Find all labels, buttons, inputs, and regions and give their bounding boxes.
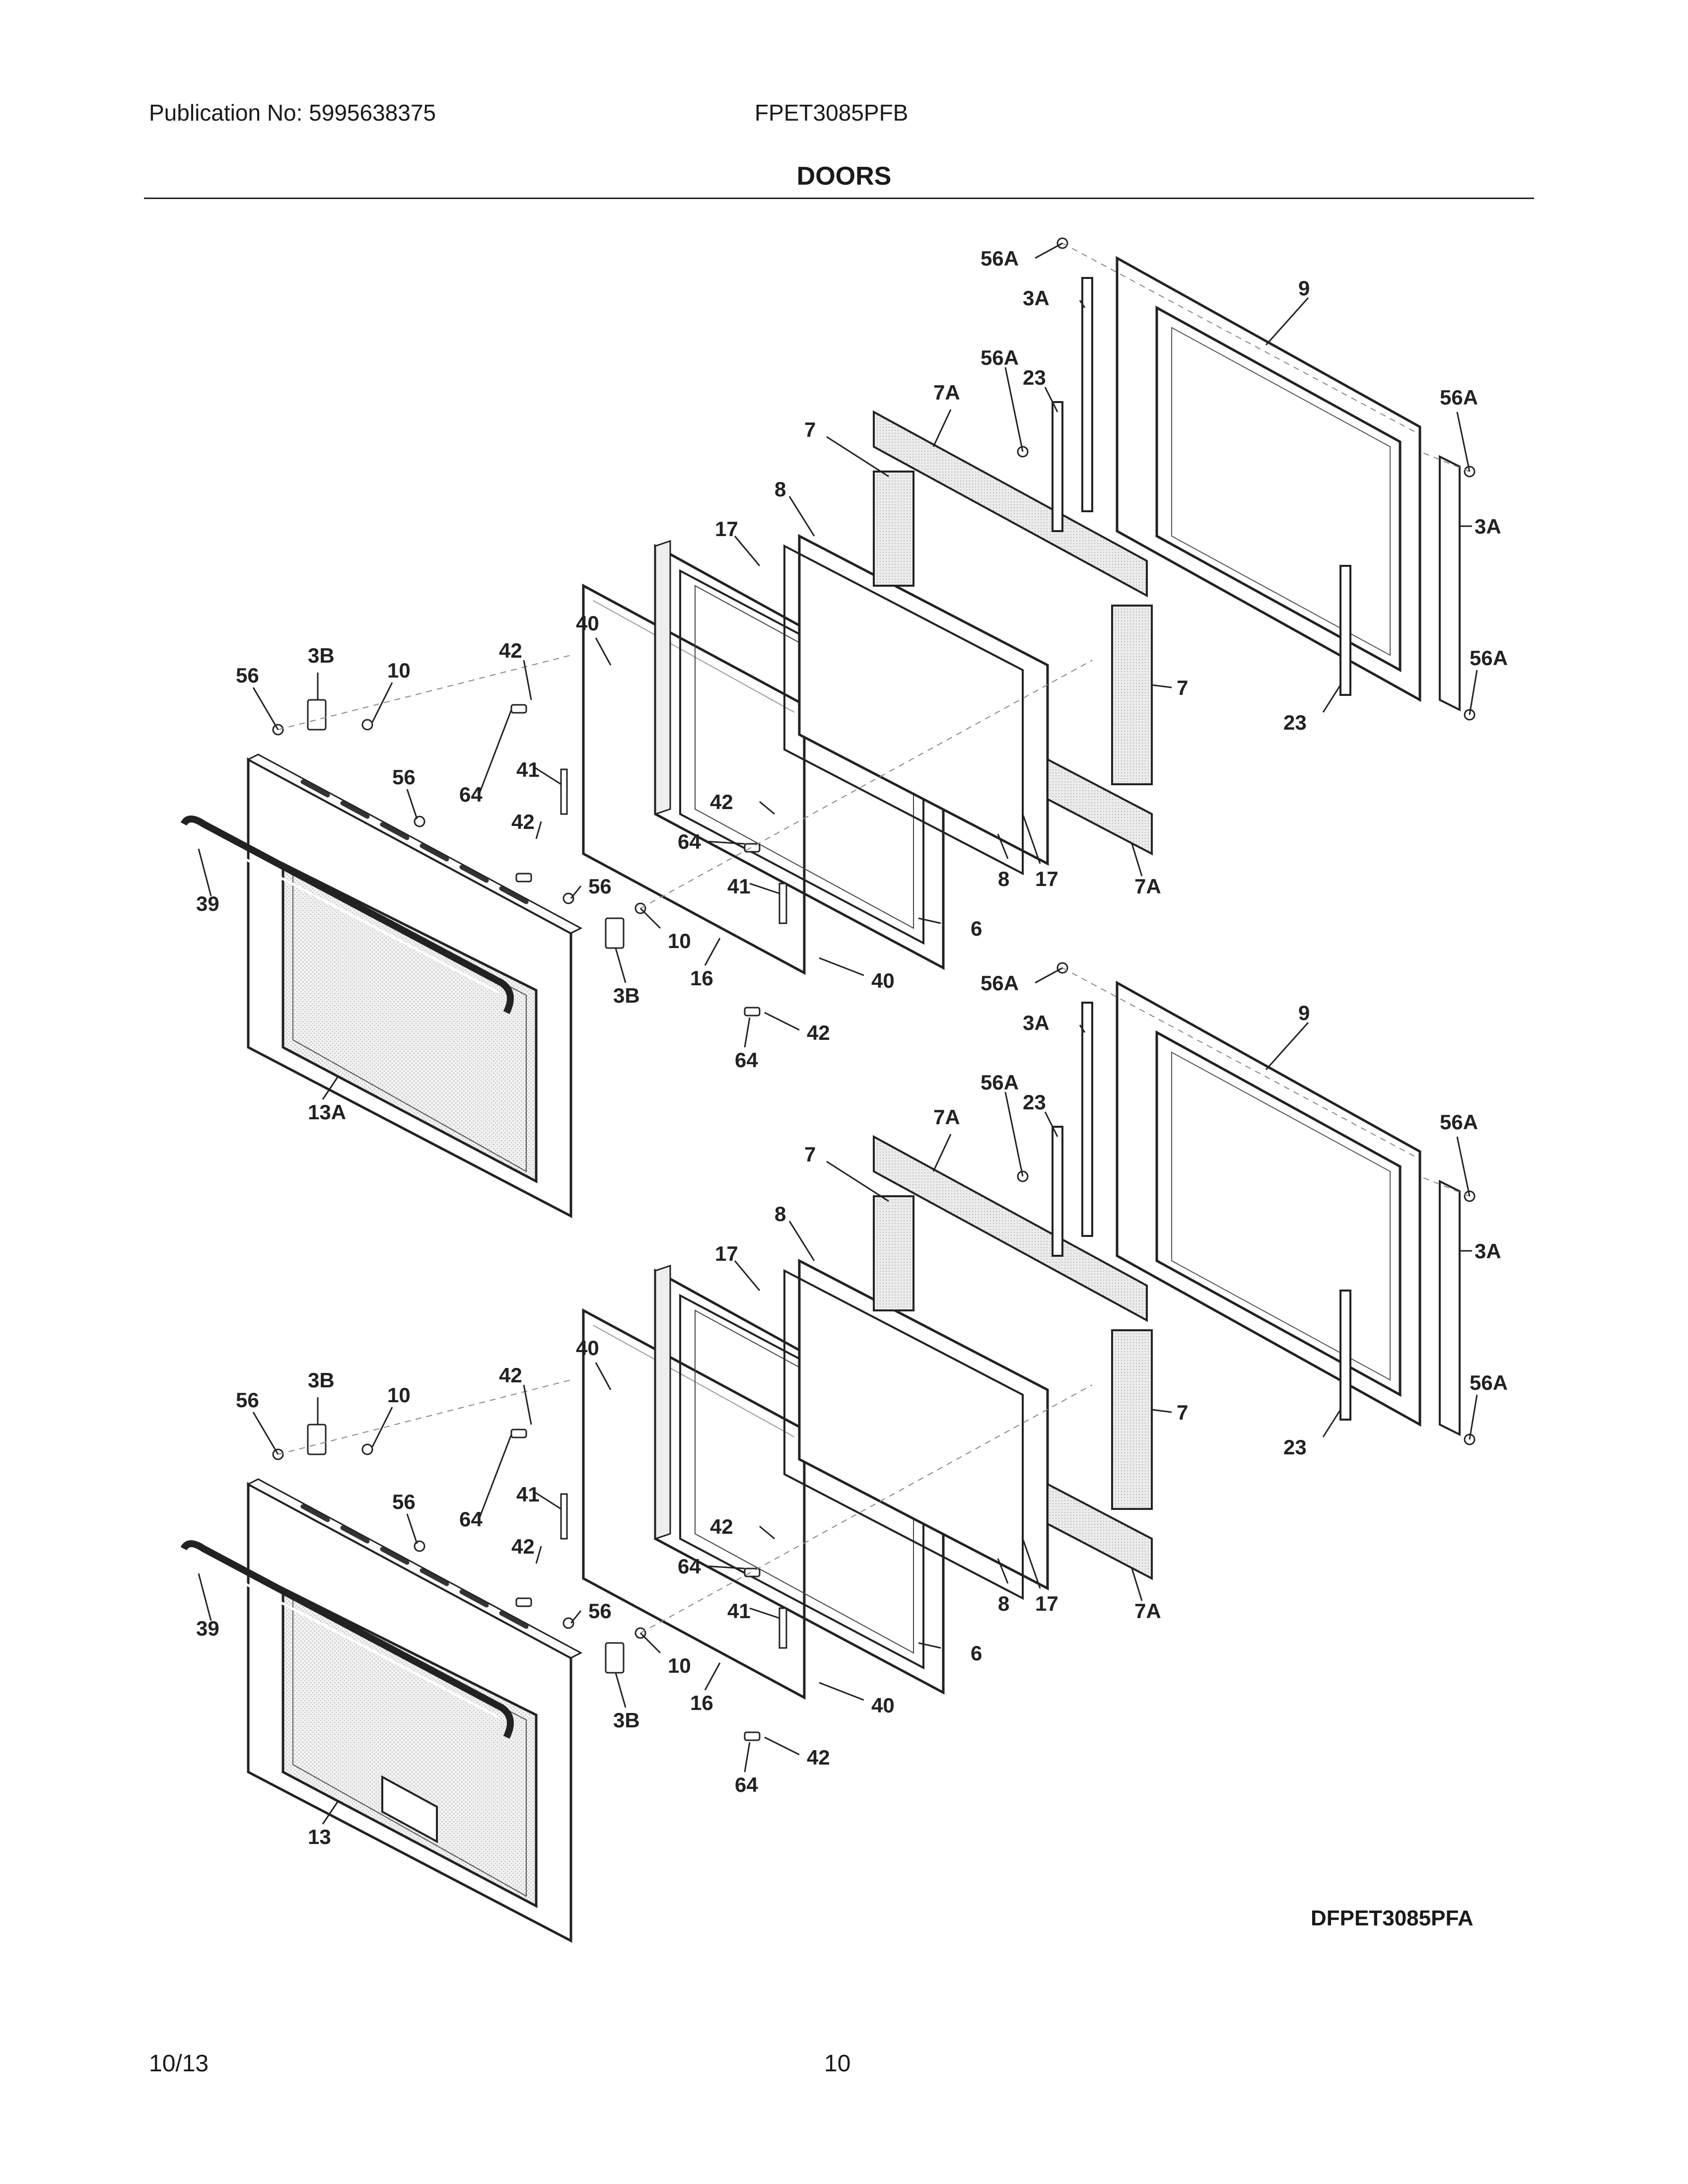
callout-13A: 13A: [308, 1100, 346, 1124]
callout-42: 42: [511, 1535, 535, 1558]
lower-door-assembly: [184, 963, 1475, 1941]
callout-3A: 3A: [1023, 286, 1050, 310]
callout-56: 56: [588, 1599, 612, 1623]
callout-3A: 3A: [1023, 1011, 1050, 1034]
control-display-window: [381, 1775, 438, 1843]
callout-10: 10: [668, 1654, 691, 1677]
callout-42: 42: [710, 790, 733, 814]
callout-39: 39: [196, 892, 219, 915]
callout-40: 40: [871, 1694, 895, 1717]
callout-56A: 56A: [981, 1071, 1019, 1094]
callout-41: 41: [727, 875, 751, 898]
callout-64: 64: [678, 830, 701, 853]
callout-3B: 3B: [308, 1368, 335, 1392]
callout-56A: 56A: [981, 247, 1019, 270]
callout-41: 41: [516, 1483, 540, 1506]
callout-3B: 3B: [613, 1708, 640, 1732]
callout-3A: 3A: [1475, 1239, 1501, 1263]
callout-16: 16: [690, 966, 713, 990]
callout-41: 41: [516, 758, 540, 781]
callout-6: 6: [971, 1641, 982, 1665]
callout-64: 64: [735, 1048, 758, 1072]
callout-56A: 56A: [1470, 646, 1508, 670]
callout-7: 7: [804, 418, 816, 441]
callout-42: 42: [807, 1746, 830, 1769]
callout-64: 64: [735, 1773, 758, 1796]
callout-7: 7: [804, 1143, 816, 1166]
callout-8: 8: [774, 478, 786, 501]
model-number: FPET3085PFB: [755, 100, 909, 126]
diagram-code: DFPET3085PFA: [1311, 1906, 1474, 1930]
callout-39: 39: [196, 1617, 219, 1640]
callout-56A: 56A: [1440, 1110, 1478, 1134]
page-number: 10: [824, 2050, 851, 2077]
upper-callouts: 56A 3A 9 56A 23 7A 7 56A 3A 8 17 56A 7 2…: [196, 247, 1508, 1124]
callout-7: 7: [1177, 1401, 1188, 1424]
lower-callouts: 56A 3A 9 56A 23 7A 56A 7 3A 8 17 40 7 56…: [196, 971, 1508, 1848]
page-title: DOORS: [796, 162, 892, 191]
callout-7A: 7A: [1134, 875, 1161, 898]
callout-56: 56: [588, 875, 612, 898]
callout-56: 56: [392, 1490, 416, 1513]
callout-6: 6: [971, 917, 982, 940]
callout-leader-lines: [198, 242, 1478, 1100]
callout-3B: 3B: [613, 984, 640, 1007]
callout-56: 56: [236, 664, 259, 687]
callout-23: 23: [1283, 1435, 1307, 1459]
callout-17: 17: [1035, 867, 1058, 890]
callout-8: 8: [998, 867, 1009, 890]
callout-7A: 7A: [933, 1105, 960, 1129]
callout-9: 9: [1298, 276, 1310, 300]
callout-56A: 56A: [1470, 1371, 1508, 1394]
callout-56A: 56A: [981, 346, 1019, 369]
footer-date: 10/13: [149, 2050, 209, 2077]
callout-3A: 3A: [1475, 515, 1501, 538]
callout-64: 64: [459, 1507, 483, 1531]
header-divider: [144, 198, 1534, 199]
callout-42: 42: [511, 810, 535, 833]
callout-7A: 7A: [933, 381, 960, 404]
callout-64: 64: [459, 783, 483, 806]
callout-23: 23: [1283, 711, 1307, 734]
callout-17: 17: [715, 517, 738, 541]
callout-3B: 3B: [308, 644, 335, 667]
callout-7: 7: [1177, 676, 1188, 699]
callout-17: 17: [1035, 1592, 1058, 1615]
callout-16: 16: [690, 1691, 713, 1714]
callout-64: 64: [678, 1555, 701, 1578]
callout-56A: 56A: [981, 971, 1019, 995]
callout-40: 40: [576, 1336, 599, 1360]
callout-41: 41: [727, 1599, 751, 1623]
callout-10: 10: [387, 659, 411, 682]
callout-17: 17: [715, 1242, 738, 1265]
callout-8: 8: [998, 1592, 1009, 1615]
callout-42: 42: [807, 1021, 830, 1044]
callout-10: 10: [668, 929, 691, 953]
callout-23: 23: [1023, 366, 1046, 389]
callout-56A: 56A: [1440, 386, 1478, 409]
callout-40: 40: [871, 969, 895, 992]
callout-42: 42: [499, 1364, 522, 1387]
callout-56: 56: [236, 1388, 259, 1412]
upper-door-assembly: [184, 238, 1475, 1216]
callout-9: 9: [1298, 1001, 1310, 1024]
callout-56: 56: [392, 765, 416, 789]
callout-42: 42: [710, 1515, 733, 1538]
callout-7A: 7A: [1134, 1599, 1161, 1623]
callout-42: 42: [499, 639, 522, 662]
publication-number: Publication No: 5995638375: [149, 100, 436, 126]
callout-23: 23: [1023, 1091, 1046, 1114]
callout-40: 40: [576, 612, 599, 635]
callout-10: 10: [387, 1383, 411, 1407]
callout-8: 8: [774, 1202, 786, 1226]
callout-13: 13: [308, 1825, 331, 1848]
